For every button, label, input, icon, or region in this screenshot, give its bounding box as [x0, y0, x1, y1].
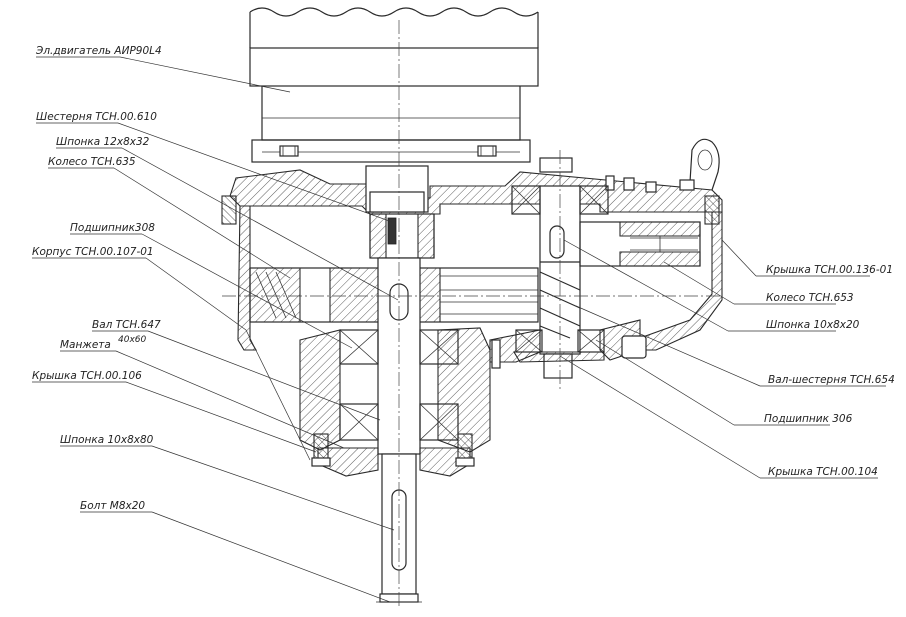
label-pinion-610: Шестерня ТСН.00.610 [36, 111, 157, 123]
cover-106 [311, 433, 475, 477]
label-housing: Корпус ТСН.00.107-01 [32, 246, 154, 258]
coupling-flange [369, 191, 425, 213]
wheel-635 [249, 267, 381, 323]
bearings-308 [339, 329, 459, 441]
wheel-653 [579, 221, 701, 267]
label-motor: Эл.двигатель АИР90L4 [35, 45, 162, 57]
motor-bolts [279, 145, 497, 157]
leader-lines-left [32, 56, 399, 603]
label-cover-104: Крышка ТСН.00.104 [768, 466, 878, 478]
lifting-eye [689, 138, 720, 191]
label-shaft-647: Вал ТСН.647 [92, 319, 161, 331]
gear-left-right-half [417, 267, 539, 323]
label-wheel-653: Колесо ТСН.653 [766, 292, 854, 304]
label-key-10x8x80: Шпонка 10х8х80 [60, 434, 154, 446]
label-cover-106: Крышка ТСН.00.106 [32, 370, 142, 382]
label-pinion-shaft-654: Вал-шестерня ТСН.654 [768, 374, 895, 386]
motor [249, 7, 539, 163]
housing [237, 205, 723, 453]
label-bearing-308: Подшипник308 [70, 222, 155, 234]
cover-104 [491, 335, 647, 369]
pinion-610 [369, 213, 435, 259]
label-key-10x8x20: Шпонка 10х8х20 [766, 319, 860, 331]
label-seal-size: 40х60 [118, 335, 147, 345]
label-cover-136: Крышка ТСН.00.136-01 [766, 264, 893, 276]
top-right-fasteners [539, 157, 695, 193]
leader-lines-right [559, 239, 886, 479]
housing-bolt-left [221, 195, 237, 225]
label-key-12x8x32: Шпонка 12х8х32 [56, 136, 150, 148]
label-seal: Манжета [60, 339, 111, 351]
label-wheel-635: Колесо ТСН.635 [48, 156, 136, 168]
label-bearing-306: Подшипник 306 [764, 413, 853, 425]
label-bolt: Болт М8х20 [80, 500, 145, 512]
